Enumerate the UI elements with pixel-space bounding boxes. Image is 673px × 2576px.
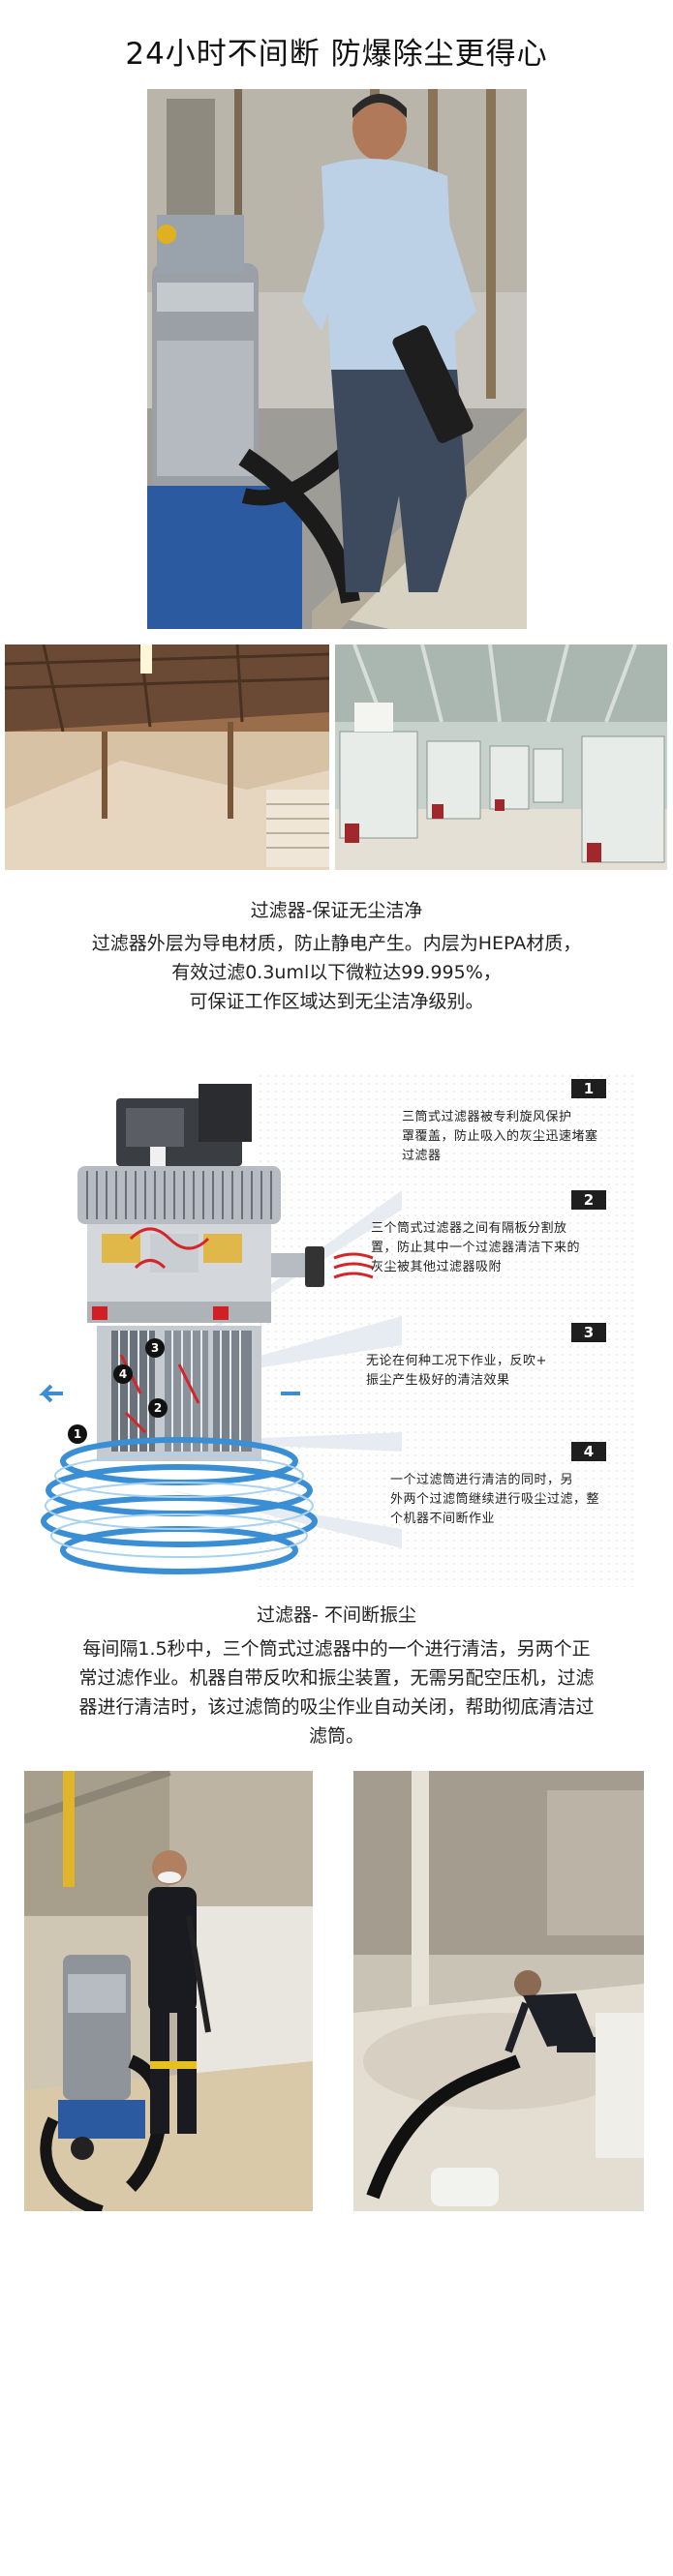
filter-description-line-3: 可保证工作区域达到无尘洁净级别。 xyxy=(189,991,484,1012)
note-4-line-3: 个机器不间断作业 xyxy=(390,1512,496,1526)
diagram-callout-4: 4 xyxy=(113,1364,133,1384)
diagram-callout-3: 3 xyxy=(145,1338,165,1358)
note-3-line-1: 无论在何种工况下作业，反吹+ xyxy=(366,1354,547,1368)
filter-description-line-1: 过滤器外层为导电材质，防止静电产生。内层为HEPA材质， xyxy=(91,933,582,954)
operator-left-illustration xyxy=(24,1771,313,2211)
diagram-callout-2: 2 xyxy=(148,1398,168,1418)
note-4-line-2: 外两个过滤筒继续进行吸尘过滤，整 xyxy=(390,1492,600,1507)
note-2: 三个筒式过滤器之间有隔板分割放 置，防止其中一个过滤器清洁下来的 灰尘被其他过滤… xyxy=(371,1219,634,1277)
hero-photo xyxy=(147,89,527,629)
shake-description-line-1: 每间隔1.5秒中，三个筒式过滤器中的一个进行清洁，另两个正 xyxy=(82,1638,591,1660)
note-number-2: 2 xyxy=(571,1190,606,1210)
note-1-line-3: 过滤器 xyxy=(402,1149,442,1163)
note-4-line-1: 一个过滤筒进行清洁的同时，另 xyxy=(390,1473,574,1487)
filter-section-heading: 过滤器-保证无尘洁净 xyxy=(250,900,423,921)
shake-section-heading: 过滤器- 不间断振尘 xyxy=(257,1604,416,1626)
operator-right-illustration xyxy=(353,1771,644,2211)
operator-photo-left xyxy=(24,1771,313,2211)
note-3-line-2: 振尘产生极好的清洁效果 xyxy=(366,1373,510,1388)
note-4: 一个过滤筒进行清洁的同时，另 外两个过滤筒继续进行吸尘过滤，整 个机器不间断作业 xyxy=(390,1471,637,1529)
note-2-line-1: 三个筒式过滤器之间有隔板分割放 xyxy=(371,1221,567,1236)
note-number-3: 3 xyxy=(571,1323,606,1342)
shake-description-line-2: 常过滤作业。机器自带反吹和振尘装置，无需另配空压机，过滤 xyxy=(78,1667,595,1689)
note-number-1: 1 xyxy=(571,1079,606,1098)
note-1-line-1: 三筒式过滤器被专利旋风保护 xyxy=(402,1110,572,1124)
note-2-line-3: 灰尘被其他过滤器吸附 xyxy=(371,1260,503,1274)
filter-description-line-2: 有效过滤0.3uml以下微粒达99.995%， xyxy=(171,962,502,983)
diagram-callout-1: 1 xyxy=(68,1424,87,1444)
mill-illustration xyxy=(335,644,667,870)
mill-photo xyxy=(335,644,667,870)
filter-diagram: 3 4 2 1 1 三筒式过滤器被专利旋风保护 罩覆盖，防止吸入的灰尘迅速堵塞 … xyxy=(34,1074,639,1587)
note-3: 无论在何种工况下作业，反吹+ 振尘产生极好的清洁效果 xyxy=(366,1352,634,1391)
note-number-4: 4 xyxy=(571,1442,606,1461)
page-title: 24小时不间断 防爆除尘更得心 xyxy=(125,37,548,72)
operator-photo-right xyxy=(353,1771,644,2211)
note-1-line-2: 罩覆盖，防止吸入的灰尘迅速堵塞 xyxy=(402,1129,598,1144)
hero-photo-illustration xyxy=(147,89,527,629)
shake-description-line-3: 器进行清洁时，该过滤筒的吸尘作业自动关闭，帮助彻底清洁过 xyxy=(78,1696,595,1718)
shake-description-line-4: 滤筒。 xyxy=(308,1725,364,1747)
note-1: 三筒式过滤器被专利旋风保护 罩覆盖，防止吸入的灰尘迅速堵塞 过滤器 xyxy=(402,1108,634,1166)
warehouse-photo xyxy=(5,644,329,870)
warehouse-illustration xyxy=(5,644,329,870)
note-2-line-2: 置，防止其中一个过滤器清洁下来的 xyxy=(371,1241,581,1255)
